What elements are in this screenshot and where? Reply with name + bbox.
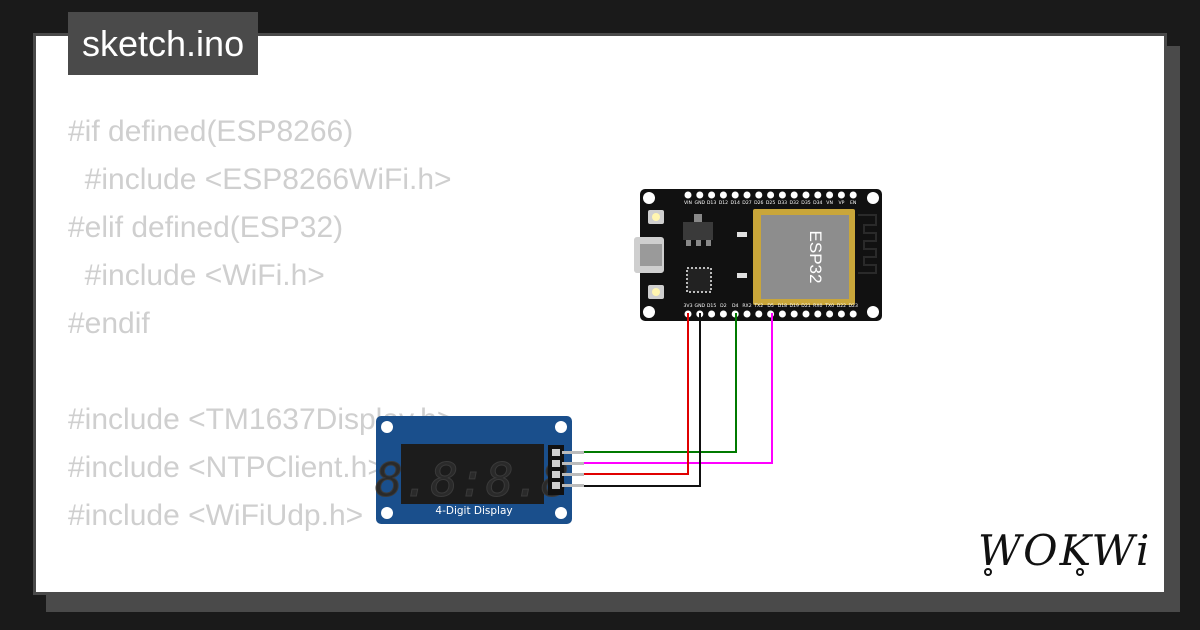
- esp32-pin-label: D15: [707, 303, 716, 309]
- wokwi-logo: WOKWi: [970, 520, 1155, 587]
- esp32-pin-label: D13: [707, 200, 716, 206]
- esp32-pin-label: D32: [790, 200, 799, 206]
- esp32-pin-label: D4: [732, 303, 739, 309]
- esp32-pin-pad[interactable]: [743, 191, 751, 199]
- esp32-pin-pad[interactable]: [802, 191, 810, 199]
- code-line: #include <NTPClient.h>: [68, 451, 385, 484]
- esp32-pin-label: D19: [790, 303, 799, 309]
- esp32-pin-pad[interactable]: [719, 191, 727, 199]
- esp32-pin-label: VP: [838, 200, 844, 206]
- esp32-pin-label: D12: [719, 200, 728, 206]
- wire-clk: [572, 313, 737, 453]
- esp32-pin-pad[interactable]: [826, 191, 834, 199]
- esp32-pin-label: D23: [849, 303, 858, 309]
- code-preview: #if defined(ESP8266) #include <ESP8266Wi…: [68, 108, 454, 592]
- wire-vcc: [572, 313, 689, 475]
- esp32-pin-pad[interactable]: [767, 191, 775, 199]
- code-line: #include <ESP8266WiFi.h>: [68, 163, 452, 196]
- esp32-pin-label: TX0: [824, 303, 834, 309]
- esp32-pin-pad[interactable]: [708, 310, 716, 318]
- esp32-pin-pad[interactable]: [826, 310, 834, 318]
- wire-gnd: [572, 313, 701, 487]
- esp32-pin-label: D34: [813, 200, 822, 206]
- esp32-pin-pad[interactable]: [778, 191, 786, 199]
- esp32-pin-pad[interactable]: [837, 310, 845, 318]
- esp32-pin-label: D2: [720, 303, 727, 309]
- svg-text:WOKWi: WOKWi: [978, 526, 1151, 575]
- seven-segment-screen: [401, 444, 544, 504]
- esp32-pin-pad[interactable]: [684, 191, 692, 199]
- wires: [572, 313, 773, 487]
- wire-dio: [572, 313, 773, 464]
- esp32-pin-label: RX0: [813, 303, 822, 309]
- display-digits: 8.8:8.8: [375, 453, 569, 507]
- esp32-pin-pad[interactable]: [814, 191, 822, 199]
- esp32-pin-label: D21: [801, 303, 810, 309]
- esp32-pin-pad[interactable]: [731, 191, 739, 199]
- esp32-pin-pad[interactable]: [708, 191, 716, 199]
- preview-card: #if defined(ESP8266) #include <ESP8266Wi…: [33, 33, 1167, 595]
- code-line: #include <WiFiUdp.h>: [68, 499, 364, 532]
- esp32-pin-label: D26: [754, 200, 763, 206]
- esp32-pin-label: VN: [826, 200, 833, 206]
- esp32-pin-pad[interactable]: [755, 191, 763, 199]
- esp32-pin-label: D22: [837, 303, 846, 309]
- esp32-pin-label: VIN: [684, 200, 692, 206]
- esp32-pin-label: RX2: [742, 303, 751, 309]
- code-line: #include <WiFi.h>: [68, 259, 325, 292]
- esp32-pin-pad[interactable]: [719, 310, 727, 318]
- esp32-pin-label: D35: [801, 200, 810, 206]
- esp32-pin-label: D27: [742, 200, 751, 206]
- esp32-pin-pad[interactable]: [767, 310, 775, 318]
- esp32-pin-label: EN: [850, 200, 856, 206]
- esp32-pin-pad[interactable]: [837, 191, 845, 199]
- esp32-pin-pad[interactable]: [743, 310, 751, 318]
- esp32-pin-pad[interactable]: [790, 310, 798, 318]
- esp32-pin-pad[interactable]: [696, 191, 704, 199]
- esp32-pin-pad[interactable]: [778, 310, 786, 318]
- esp32-pin-label: D25: [766, 200, 775, 206]
- code-line: #if defined(ESP8266): [68, 115, 354, 148]
- esp32-pin-label: D18: [778, 303, 787, 309]
- esp32-pin-pad[interactable]: [849, 191, 857, 199]
- display-label: 4-Digit Display: [435, 505, 512, 517]
- esp32-pin-label: D5: [767, 303, 774, 309]
- sketch-title: sketch.ino: [68, 12, 259, 75]
- esp32-pin-pad[interactable]: [802, 310, 810, 318]
- esp32-chip-label: ESP32: [806, 231, 825, 284]
- code-line: #elif defined(ESP32): [68, 211, 344, 244]
- tm1637-display-board[interactable]: 8.8:8.8 4-Digit Display: [375, 416, 584, 524]
- esp32-pin-pad[interactable]: [755, 310, 763, 318]
- esp32-pin-pad[interactable]: [849, 310, 857, 318]
- esp32-pin-pad[interactable]: [814, 310, 822, 318]
- esp32-board[interactable]: ESP32: [634, 189, 882, 321]
- esp32-pin-pad[interactable]: [790, 191, 798, 199]
- code-line: #endif: [68, 307, 150, 340]
- esp32-pin-label: D33: [778, 200, 787, 206]
- esp32-pin-label: GND: [695, 303, 706, 309]
- esp32-pin-label: GND: [695, 200, 706, 206]
- esp32-pin-label: TX2: [753, 303, 763, 309]
- esp32-pin-label: D14: [731, 200, 740, 206]
- esp32-pin-label: 3V3: [684, 303, 693, 309]
